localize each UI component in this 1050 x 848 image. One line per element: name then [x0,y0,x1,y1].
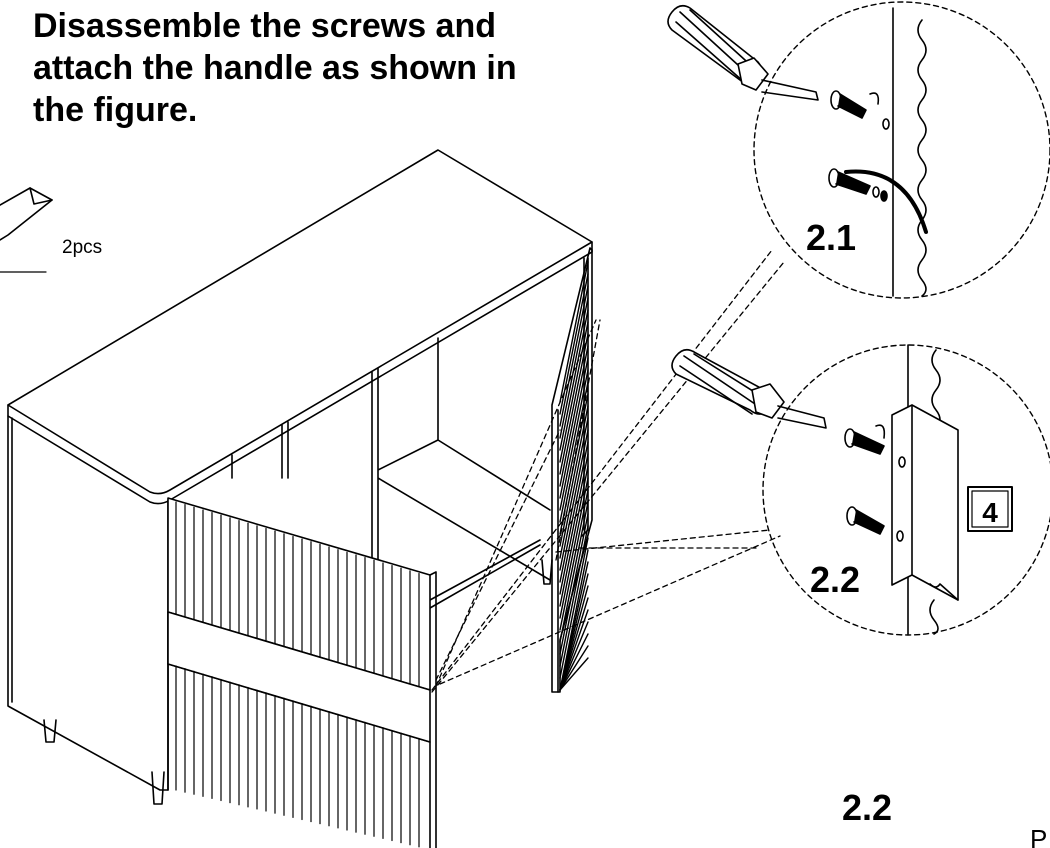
step-label-bottom: 2.2 [842,787,892,828]
screw-icon [846,506,885,535]
instruction-line-3: the figure. [33,91,198,129]
door-rib [559,513,589,655]
door-edge-wave [931,349,941,431]
screw-icon [830,90,890,130]
door-rib [559,609,589,691]
cabinet-leg [151,771,165,805]
door-rib [559,621,589,691]
door-rib [559,285,589,427]
door-rib [559,645,589,691]
cabinet-leg [43,719,57,743]
left-door [167,497,437,848]
instruction-line-1: Disassemble the screws and [33,7,497,45]
door-rib [559,333,589,475]
door-rib [559,273,589,415]
part-number-label: 4 [982,497,998,528]
door-rib [559,441,589,583]
door-rib [559,537,589,679]
detail-label-lower: 2.2 [810,559,860,600]
detail-circle-lower: 4 2.2 [671,344,1050,636]
screw-icon [844,424,886,455]
door-rib [559,261,589,403]
door-rib [559,633,589,691]
screwdriver-icon [667,4,819,101]
leader-lines [431,249,785,693]
door-rib [559,405,589,547]
screw-icon [828,168,928,234]
handle-bracket [891,404,959,601]
instruction-text: Disassemble the screws and attach the ha… [33,5,573,131]
cabinet [7,149,593,848]
page-corner-letter: P [1030,824,1047,848]
door-rib [559,477,589,619]
handle-part-icon [0,187,53,273]
door-rib [559,465,589,607]
door-rib [559,369,589,511]
door-rib [559,345,589,487]
door-rib [559,309,589,451]
door-rib [559,417,589,559]
screwdriver-icon [671,348,827,429]
door-rib [559,453,589,595]
instruction-line-2: attach the handle as shown in [33,49,517,87]
door-rib [559,381,589,523]
door-rib [559,297,589,439]
door-rib [559,321,589,463]
door-edge-wave [917,19,927,297]
right-door [551,247,593,693]
quantity-label: 2pcs [62,237,102,258]
detail-label-upper: 2.1 [806,217,856,258]
cabinet-interior [281,337,551,609]
door-rib [559,357,589,499]
cabinet-leg [541,559,553,585]
door-rib [559,657,589,691]
door-rib [559,429,589,571]
part-number-box [967,486,1013,532]
door-handle-band [167,611,431,743]
door-rib [559,489,589,631]
cabinet-top [7,149,593,495]
door-rib [559,501,589,643]
detail-circle-upper: 2.1 [667,1,1050,299]
